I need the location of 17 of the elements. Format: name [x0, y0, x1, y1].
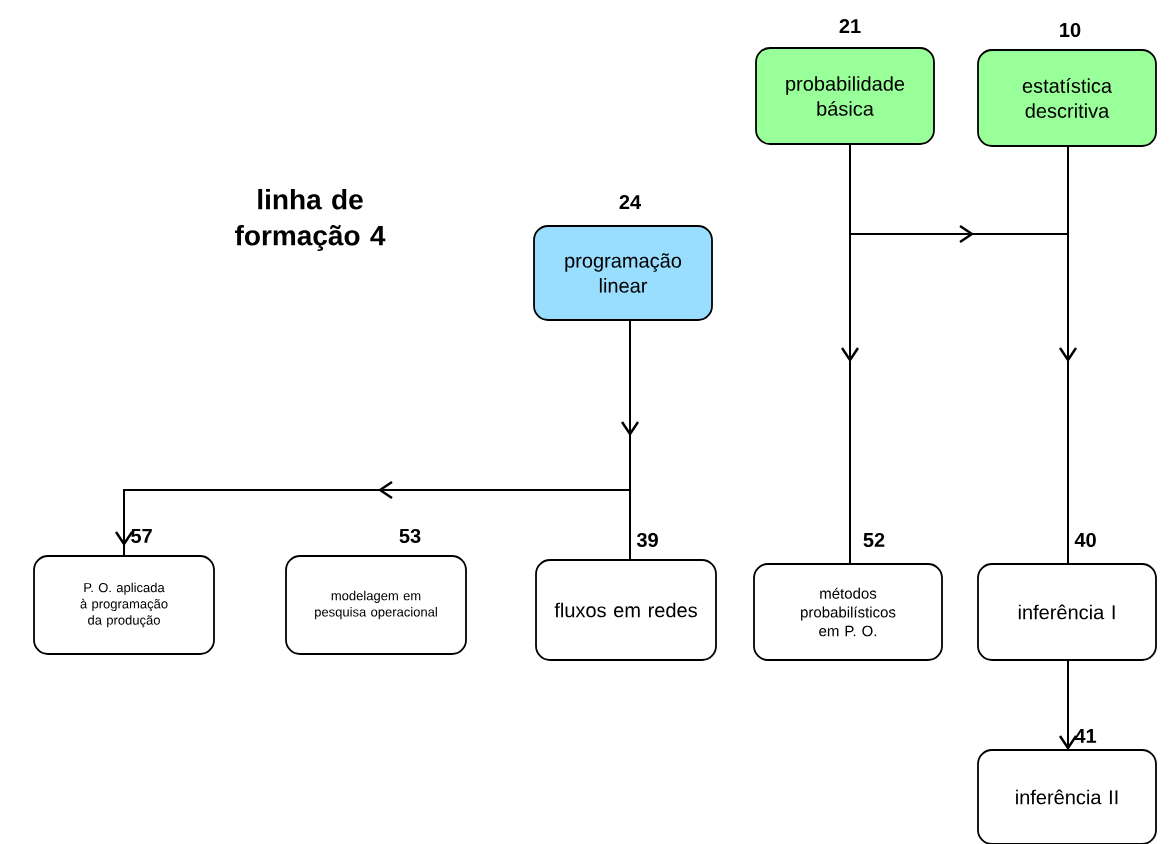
course-number: 57	[131, 529, 152, 543]
course-box: inferência II	[977, 749, 1157, 844]
course-number: 41	[1074, 729, 1097, 743]
course-box: probabilidade básica	[755, 47, 935, 145]
course-box: inferência I	[977, 563, 1157, 661]
course-box: fluxos em redes	[535, 559, 717, 661]
course-number: 24	[619, 195, 641, 209]
course-number: 21	[839, 19, 861, 33]
course-number: 53	[399, 528, 421, 544]
course-number: 39	[636, 532, 658, 548]
course-number: 40	[1074, 532, 1096, 548]
course-box: estatística descritiva	[977, 49, 1157, 147]
title: linha de formação 4	[235, 188, 386, 252]
arrow	[1059, 659, 1077, 751]
course-box: programação linear	[533, 225, 713, 321]
course-number: 52	[863, 532, 885, 548]
course-number: 10	[1060, 22, 1081, 38]
